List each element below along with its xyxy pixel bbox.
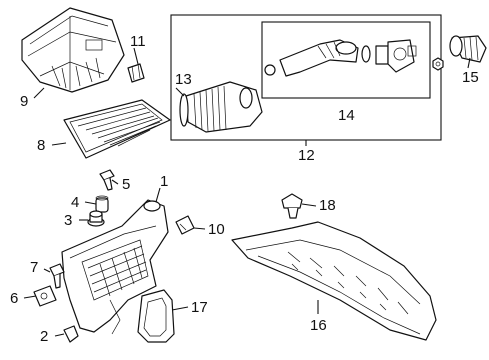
part-intake-hose (179, 81, 263, 133)
part-bracket-6 (33, 285, 57, 307)
part-air-filter (63, 99, 171, 159)
part-boot-sleeve (449, 35, 487, 63)
part-bolt-5 (99, 169, 115, 191)
callout-6: 6 (10, 290, 18, 307)
leader-lines (23, 47, 471, 337)
part-bolt-7 (49, 263, 65, 289)
callout-14: 14 (338, 107, 355, 124)
callout-16: 16 (310, 317, 327, 334)
part-air-cleaner-housing (61, 199, 169, 335)
callout-18: 18 (319, 197, 336, 214)
part-air-guide (231, 221, 437, 341)
callout-labels: 1 2 3 4 5 6 7 8 9 10 11 12 13 14 15 16 1… (10, 33, 479, 345)
callout-3: 3 (64, 212, 72, 229)
callout-13: 13 (175, 71, 192, 88)
callout-17: 17 (191, 299, 208, 316)
callout-1: 1 (160, 173, 168, 190)
callout-2: 2 (40, 328, 48, 345)
group-box-14 (261, 21, 431, 99)
callout-11: 11 (130, 33, 146, 50)
part-clip (127, 63, 145, 83)
part-clip-10 (175, 215, 195, 235)
callout-9: 9 (20, 93, 28, 110)
callout-8: 8 (37, 137, 45, 154)
part-bushing-4 (95, 195, 109, 213)
part-gasket (137, 289, 175, 343)
callout-4: 4 (71, 194, 79, 211)
callout-12: 12 (298, 147, 315, 164)
part-nut (432, 57, 444, 71)
callout-7: 7 (30, 259, 38, 276)
part-push-clip (281, 193, 303, 219)
callout-5: 5 (122, 176, 130, 193)
part-grommet-3 (87, 210, 105, 227)
part-clip-2 (63, 325, 79, 343)
part-resonator-duct (264, 39, 417, 77)
part-air-cleaner-cover (21, 7, 125, 93)
callout-15: 15 (462, 69, 479, 86)
callout-10: 10 (208, 221, 225, 238)
